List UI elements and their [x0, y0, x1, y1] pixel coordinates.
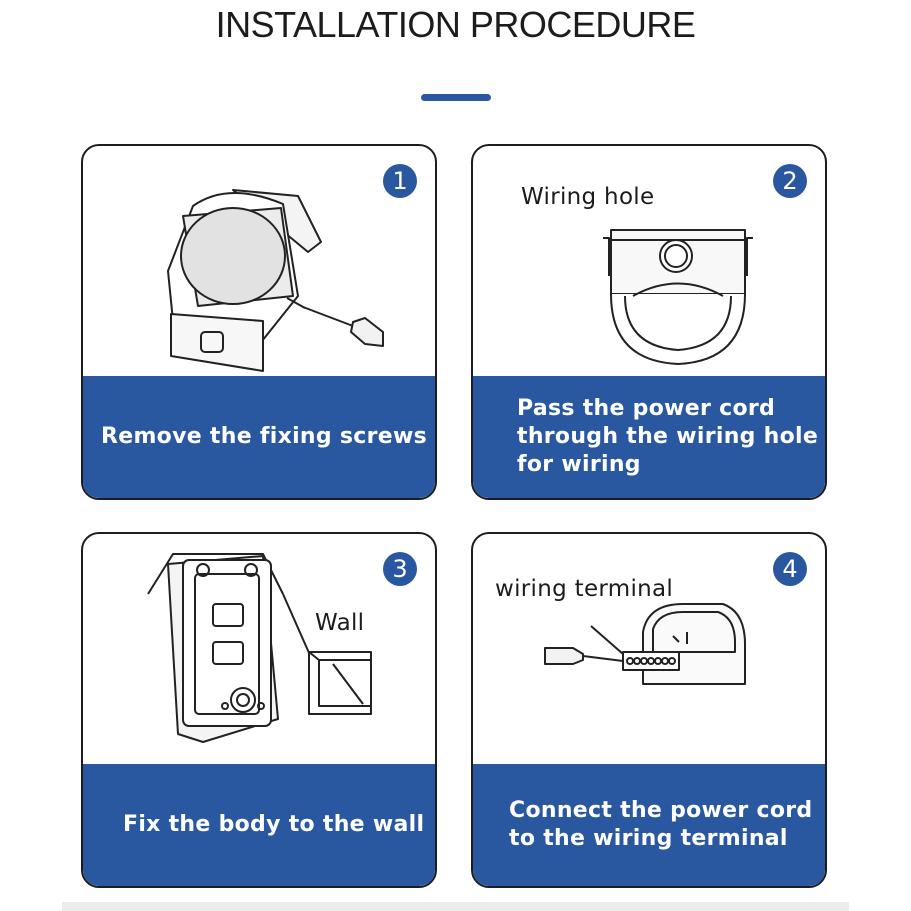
step-2-caption-text: Pass the power cord through the wiring h… — [517, 395, 818, 479]
step-number-badge: 2 — [773, 164, 807, 198]
bottom-divider — [62, 902, 849, 911]
caption-line: for wiring — [517, 452, 641, 477]
caption-line: Connect the power cord — [509, 798, 813, 823]
step-3-caption-text: Fix the body to the wall — [123, 812, 425, 837]
page-title: INSTALLATION PROCEDURE — [215, 4, 696, 45]
caption-line: to the wiring terminal — [509, 826, 788, 851]
step-card-4: wiring terminal 4 Connect the power cord… — [471, 532, 827, 888]
caption-line: through the wiring hole — [517, 424, 819, 449]
wiring-terminal-label: wiring terminal — [495, 576, 674, 602]
step-4-caption: Connect the power cord to the wiring ter… — [473, 764, 825, 886]
step-number-badge: 1 — [383, 164, 417, 198]
step-3-illustration — [83, 534, 435, 768]
step-1-caption: Remove the fixing screws — [83, 376, 435, 498]
step-number-badge: 4 — [773, 552, 807, 586]
step-card-3: Wall 3 Fix the body to the wall — [81, 532, 437, 888]
wall-label: Wall — [315, 610, 365, 636]
step-2-illustration — [473, 146, 825, 380]
step-1-illustration — [83, 146, 435, 380]
title-underline — [421, 94, 491, 101]
step-card-2: Wiring hole 2 Pass the power cord throug… — [471, 144, 827, 500]
wiring-hole-label: Wiring hole — [521, 184, 655, 210]
step-card-1: 1 Remove the fixing screws — [81, 144, 437, 500]
step-4-caption-text: Connect the power cord to the wiring ter… — [509, 797, 812, 853]
step-1-caption-text: Remove the fixing screws — [101, 424, 428, 449]
step-number-badge: 3 — [383, 552, 417, 586]
step-4-illustration — [473, 534, 825, 768]
step-2-caption: Pass the power cord through the wiring h… — [473, 376, 825, 498]
caption-line: Pass the power cord — [517, 396, 776, 421]
step-3-caption: Fix the body to the wall — [83, 764, 435, 886]
